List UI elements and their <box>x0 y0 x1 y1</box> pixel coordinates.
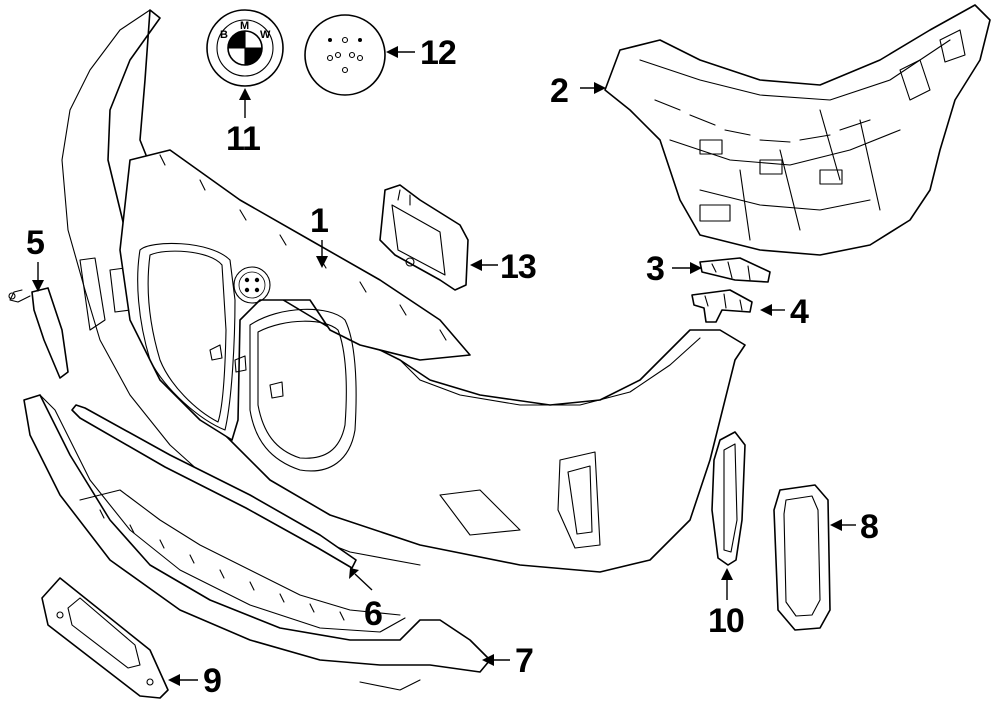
bracket-part-3[interactable] <box>700 258 770 282</box>
emblem-letter-m: M <box>240 20 249 32</box>
callout-1[interactable]: 1 <box>310 202 329 240</box>
leader-lines <box>32 46 856 686</box>
emblem-base-part[interactable] <box>305 15 385 95</box>
callout-13[interactable]: 13 <box>500 248 537 286</box>
license-plate-bracket-part[interactable] <box>42 578 168 698</box>
callout-7[interactable]: 7 <box>515 642 534 680</box>
emblem-letter-w: W <box>260 29 271 41</box>
emblem-letter-b: B <box>220 29 228 41</box>
callout-4[interactable]: 4 <box>790 293 810 331</box>
bumper-carrier-part[interactable] <box>605 5 990 255</box>
air-duct-part-8[interactable] <box>774 485 830 630</box>
callout-10[interactable]: 10 <box>708 602 745 640</box>
bracket-part-4[interactable] <box>692 290 752 322</box>
trim-strip-part[interactable] <box>72 405 356 568</box>
callout-8[interactable]: 8 <box>860 508 879 546</box>
tow-hook-cover-part[interactable] <box>9 288 68 378</box>
callout-numbers: 1 2 3 4 5 6 7 8 9 10 11 12 13 <box>26 34 879 700</box>
sensor-bracket-part[interactable] <box>380 185 468 290</box>
callout-12[interactable]: 12 <box>420 34 457 72</box>
callout-11[interactable]: 11 <box>226 120 261 158</box>
bmw-emblem-part[interactable]: B M W <box>207 10 283 86</box>
lower-spoiler-part[interactable] <box>24 395 490 690</box>
callout-2[interactable]: 2 <box>550 72 569 110</box>
callout-5[interactable]: 5 <box>26 224 45 262</box>
side-trim-part-10[interactable] <box>712 432 745 565</box>
callout-6[interactable]: 6 <box>364 595 383 633</box>
kidney-grille-part[interactable] <box>120 150 470 471</box>
callout-3[interactable]: 3 <box>646 250 665 288</box>
callout-9[interactable]: 9 <box>203 662 222 700</box>
